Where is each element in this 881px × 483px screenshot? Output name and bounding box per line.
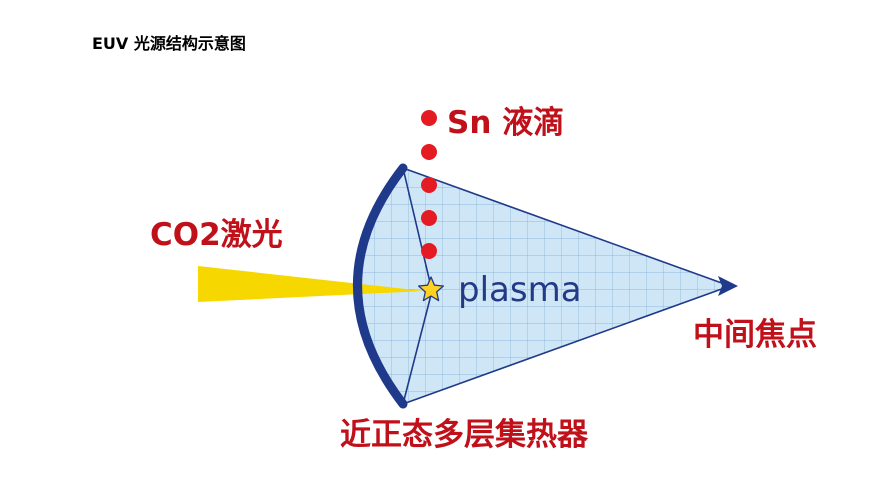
plasma-label: plasma <box>458 270 582 310</box>
focus-label: 中间焦点 <box>693 317 817 353</box>
sn-droplet <box>421 210 437 226</box>
arrowhead-icon <box>718 276 738 296</box>
sn-droplet <box>421 177 437 193</box>
co2-laser-label: CO2激光 <box>150 217 283 253</box>
sn-droplet <box>421 243 437 259</box>
page-title: EUV 光源结构示意图 <box>92 34 246 53</box>
sn-droplet <box>421 110 437 126</box>
reflected-rays <box>402 167 433 405</box>
sn-droplet-label: Sn 液滴 <box>447 105 564 141</box>
collector-mirror <box>353 163 408 409</box>
sn-droplets <box>421 110 437 259</box>
collector-label: 近正态多层集热器 <box>340 417 589 453</box>
co2-laser-beam <box>198 266 424 302</box>
sn-droplet <box>421 144 437 160</box>
star-icon <box>417 276 445 302</box>
